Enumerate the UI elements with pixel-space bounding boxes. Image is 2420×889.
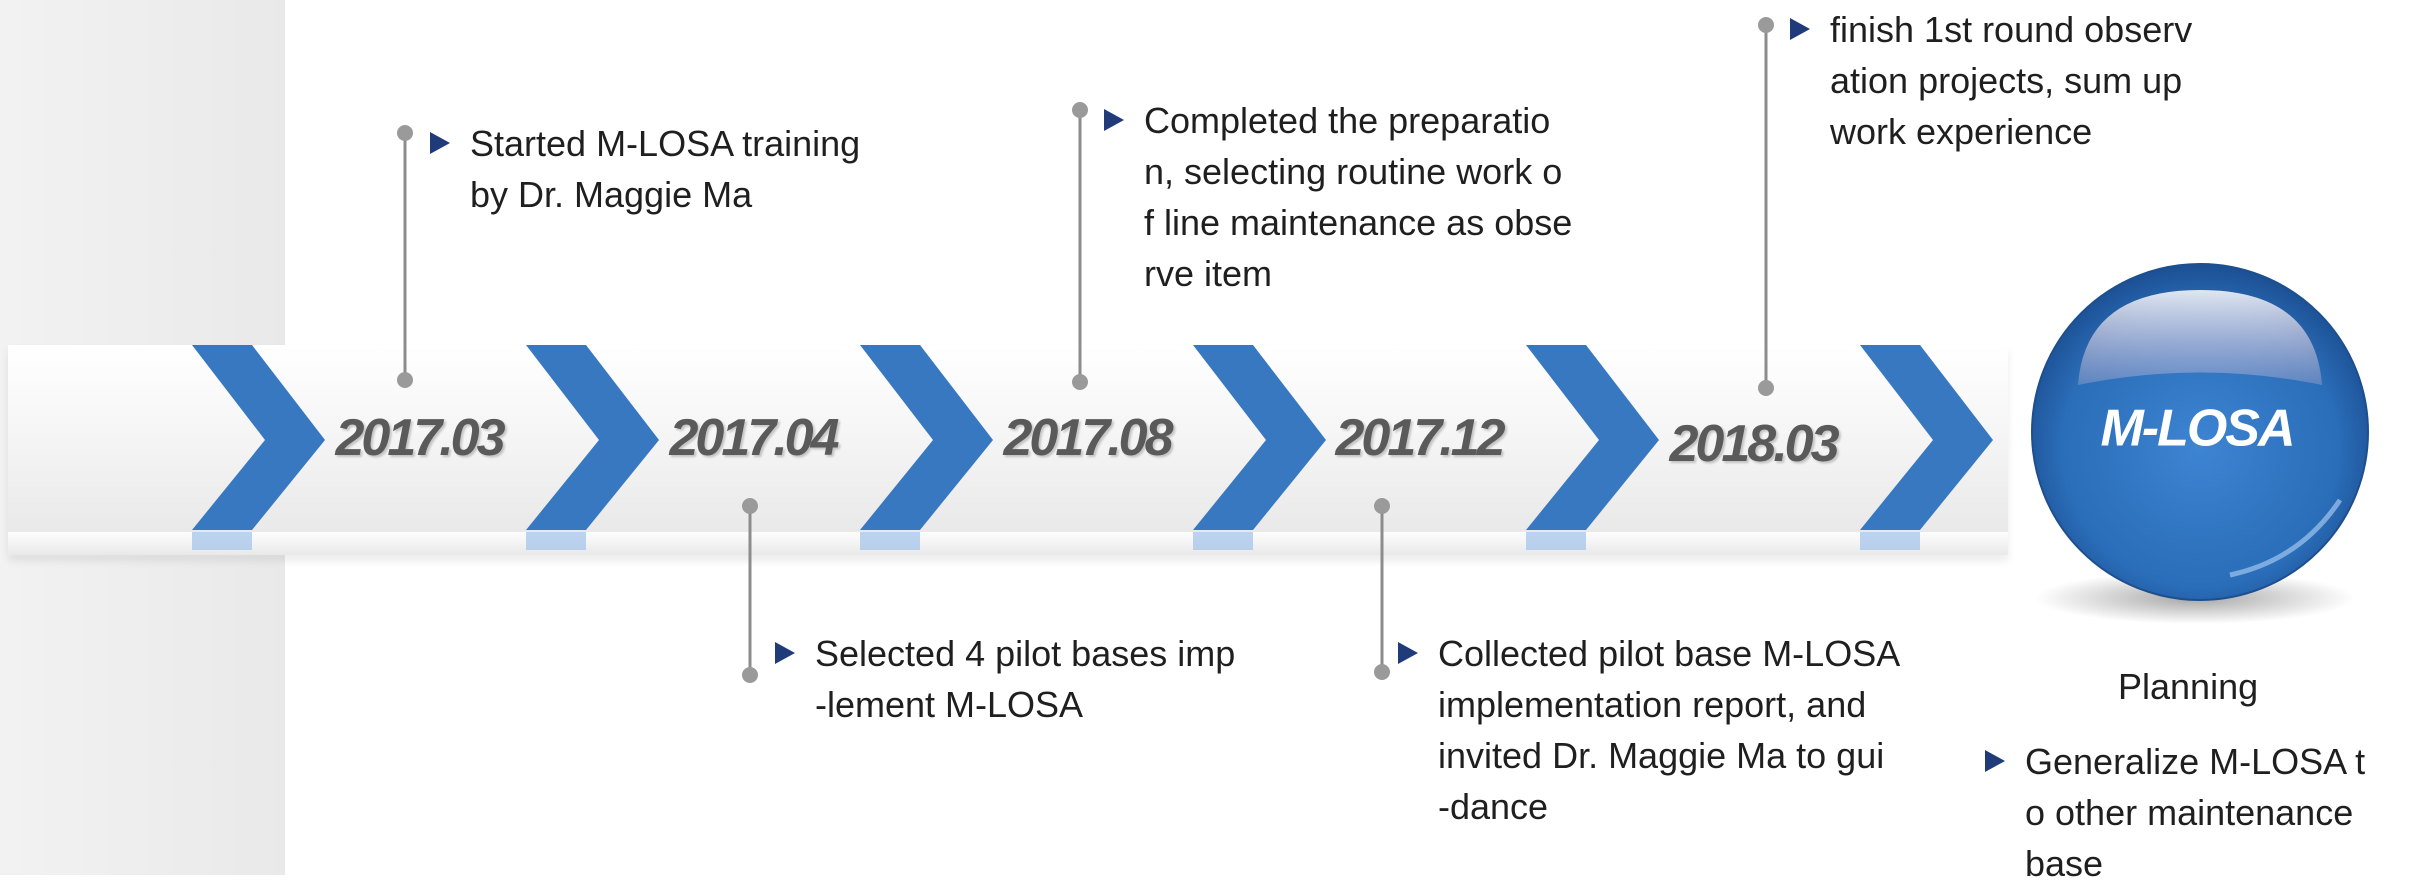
milestone-text: Started M-LOSA training by Dr. Maggie Ma xyxy=(470,123,861,215)
leader-2017-08 xyxy=(1072,102,1088,390)
timeline-band-reflection xyxy=(8,532,2008,558)
bullet-triangle-icon xyxy=(1398,642,1418,664)
milestone-text: Selected 4 pilot bases imp -lement M-LOS… xyxy=(815,633,1236,725)
milestone-note-2017-08: Completed the preparatio n, selecting ro… xyxy=(1104,95,1572,299)
year-label-2018-03: 2018.03 xyxy=(1669,415,1840,473)
year-label-2017-04: 2017.04 xyxy=(669,409,840,467)
leader-2018-03 xyxy=(1758,17,1774,396)
chevron-6 xyxy=(1860,345,1993,550)
chevron-5 xyxy=(1526,345,1659,550)
bullet-triangle-icon xyxy=(1104,109,1124,131)
goal-orb-label: M-LOSA xyxy=(2100,400,2293,458)
goal-orb: M-LOSA xyxy=(2031,263,2369,624)
goal-text: Generalize M-LOSA t o other maintenance … xyxy=(2025,741,2366,884)
milestone-text: Collected pilot base M-LOSA implementati… xyxy=(1438,633,1901,827)
chevron-3 xyxy=(860,345,993,550)
bullet-triangle-icon xyxy=(1985,750,2005,772)
chevron-1 xyxy=(192,345,325,550)
bullet-triangle-icon xyxy=(1790,18,1810,40)
year-label-2017-03: 2017.03 xyxy=(335,409,506,467)
chevron-2 xyxy=(526,345,659,550)
bullet-triangle-icon xyxy=(430,132,450,154)
year-label-2017-08: 2017.08 xyxy=(1003,409,1174,467)
leader-2017-12 xyxy=(1374,498,1390,680)
milestone-note-2018-03: finish 1st round observ ation projects, … xyxy=(1790,4,2192,157)
milestone-note-2017-04: Selected 4 pilot bases imp -lement M-LOS… xyxy=(775,628,1235,730)
year-label-2017-12: 2017.12 xyxy=(1335,409,1506,467)
leader-2017-03 xyxy=(397,125,413,388)
goal-note: Generalize M-LOSA t o other maintenance … xyxy=(1985,736,2365,889)
milestone-text: Completed the preparatio n, selecting ro… xyxy=(1144,100,1573,294)
milestone-note-2017-03: Started M-LOSA training by Dr. Maggie Ma xyxy=(430,118,860,220)
leader-2017-04 xyxy=(742,498,758,683)
timeline-band xyxy=(8,345,2008,555)
planning-caption: Planning xyxy=(2118,666,2259,707)
chevron-4 xyxy=(1193,345,1326,550)
milestone-text: finish 1st round observ ation projects, … xyxy=(1830,9,2193,152)
milestone-note-2017-12: Collected pilot base M-LOSA implementati… xyxy=(1398,628,1900,832)
bullet-triangle-icon xyxy=(775,642,795,664)
